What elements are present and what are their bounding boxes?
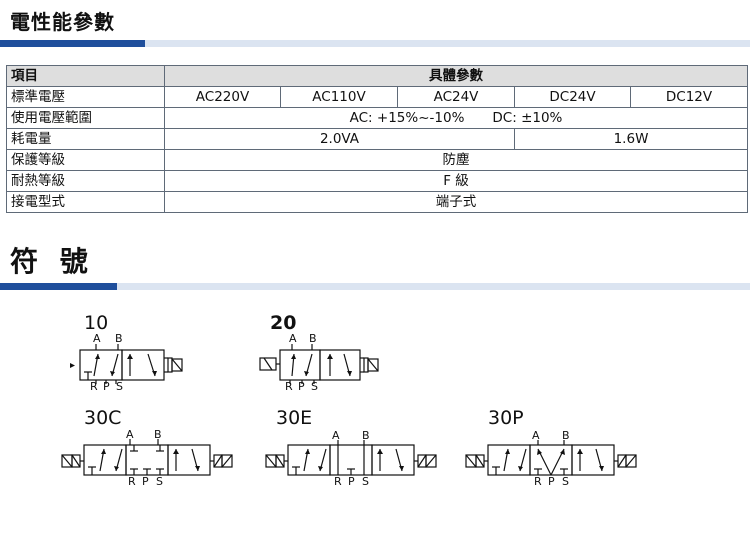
header-item: 項目 <box>6 65 165 87</box>
symbol-label-10: 10 <box>84 312 109 334</box>
power-ac-cell: 2.0VA <box>164 128 515 150</box>
svg-text:S: S <box>311 380 318 392</box>
table-row: 接電型式 端子式 <box>6 191 749 213</box>
svg-text:R: R <box>128 475 136 487</box>
value-cell: F 級 <box>163 170 749 192</box>
valve-symbol-30p-icon: A B R P S <box>465 429 637 487</box>
svg-text:P: P <box>348 475 355 487</box>
voltage-cell: AC220V <box>164 86 281 108</box>
ac-range: AC: +15%~-10% <box>349 110 465 126</box>
valve-symbol-30e-icon: A B R P S <box>265 429 437 487</box>
section-title-electrical: 電性能參數 <box>10 10 115 34</box>
svg-text:R: R <box>285 380 293 392</box>
svg-text:A: A <box>289 332 297 345</box>
value-cell: 端子式 <box>163 191 749 213</box>
table-row: 保護等級 防塵 <box>6 149 749 171</box>
svg-text:A: A <box>332 429 340 442</box>
symbol-label-30p: 30P <box>488 407 524 429</box>
voltage-cell: AC24V <box>397 86 515 108</box>
svg-text:A: A <box>126 428 134 441</box>
valve-symbol-10-icon: A B R P S <box>70 332 183 392</box>
table-row: 耐熱等級 F 級 <box>6 170 749 192</box>
row-label: 標準電壓 <box>6 86 165 108</box>
valve-symbol-20-icon: A B R P S <box>259 332 379 392</box>
svg-text:S: S <box>562 475 569 487</box>
voltage-range-cell: AC: +15%~-10% DC: ±10% <box>163 107 749 129</box>
svg-text:R: R <box>90 380 98 392</box>
symbol-label-30c: 30C <box>84 407 122 429</box>
svg-text:R: R <box>534 475 542 487</box>
svg-text:S: S <box>116 380 123 392</box>
header-spec: 具體參數 <box>163 65 749 87</box>
svg-text:P: P <box>548 475 555 487</box>
section-divider-symbols <box>0 283 750 290</box>
svg-text:S: S <box>362 475 369 487</box>
svg-text:B: B <box>154 428 162 441</box>
row-label: 耐熱等級 <box>6 170 165 192</box>
svg-text:B: B <box>362 429 370 442</box>
power-dc-cell: 1.6W <box>513 128 749 150</box>
svg-text:P: P <box>298 380 305 392</box>
symbol-label-30e: 30E <box>276 407 313 429</box>
electrical-spec-table: 項目 具體參數 標準電壓 AC220V AC110V AC24V DC24V D… <box>6 65 749 213</box>
svg-text:B: B <box>562 429 570 442</box>
svg-text:S: S <box>156 475 163 487</box>
svg-text:P: P <box>142 475 149 487</box>
table-row: 使用電壓範圍 AC: +15%~-10% DC: ±10% <box>6 107 749 129</box>
table-row: 耗電量 2.0VA 1.6W <box>6 128 749 150</box>
row-label: 接電型式 <box>6 191 165 213</box>
svg-text:B: B <box>115 332 123 345</box>
row-label: 使用電壓範圍 <box>6 107 165 129</box>
svg-text:A: A <box>93 332 101 345</box>
voltage-cell: DC24V <box>514 86 631 108</box>
row-label: 保護等級 <box>6 149 165 171</box>
symbol-label-20: 20 <box>270 312 297 334</box>
section-divider-electrical <box>0 40 750 47</box>
section-title-symbols: 符 號 <box>10 245 94 278</box>
value-cell: 防塵 <box>163 149 749 171</box>
voltage-cell: DC12V <box>629 86 749 108</box>
voltage-cell: AC110V <box>280 86 398 108</box>
dc-range: DC: ±10% <box>492 110 563 126</box>
svg-text:A: A <box>532 429 540 442</box>
row-label: 耗電量 <box>6 128 165 150</box>
table-row: 標準電壓 AC220V AC110V AC24V DC24V DC12V <box>6 86 749 108</box>
table-header-row: 項目 具體參數 <box>6 65 749 87</box>
valve-symbol-30c-icon: A B R P S <box>61 428 233 487</box>
svg-text:R: R <box>334 475 342 487</box>
svg-text:B: B <box>309 332 317 345</box>
svg-text:P: P <box>103 380 110 392</box>
